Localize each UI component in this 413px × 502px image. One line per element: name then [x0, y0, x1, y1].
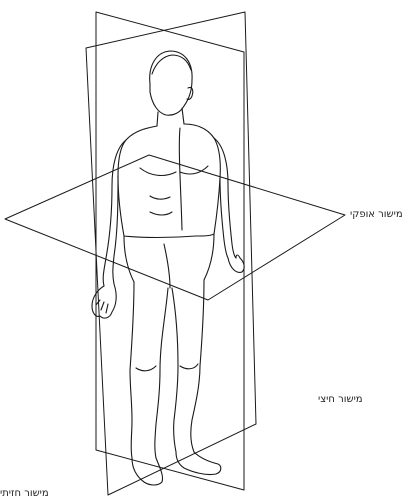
figure-right-hand	[228, 255, 244, 272]
sagittal-plane-label: מישור חיצי	[318, 394, 363, 405]
frontal-plane	[86, 12, 256, 495]
figure-right-leg	[191, 280, 204, 452]
figure-pelvis	[124, 234, 214, 288]
figure-torso	[118, 124, 220, 236]
frontal-plane-label: מישור חזיתי	[0, 488, 49, 499]
figure-left-arm	[103, 140, 126, 286]
figure-right-foot	[176, 452, 221, 475]
sagittal-plane	[96, 12, 244, 490]
human-figure	[92, 51, 244, 485]
horizontal-plane-label: מישור אופקי	[350, 209, 403, 220]
figure-right-arm	[214, 138, 236, 258]
horizontal-plane	[5, 155, 345, 300]
figure-left-leg	[130, 282, 134, 458]
